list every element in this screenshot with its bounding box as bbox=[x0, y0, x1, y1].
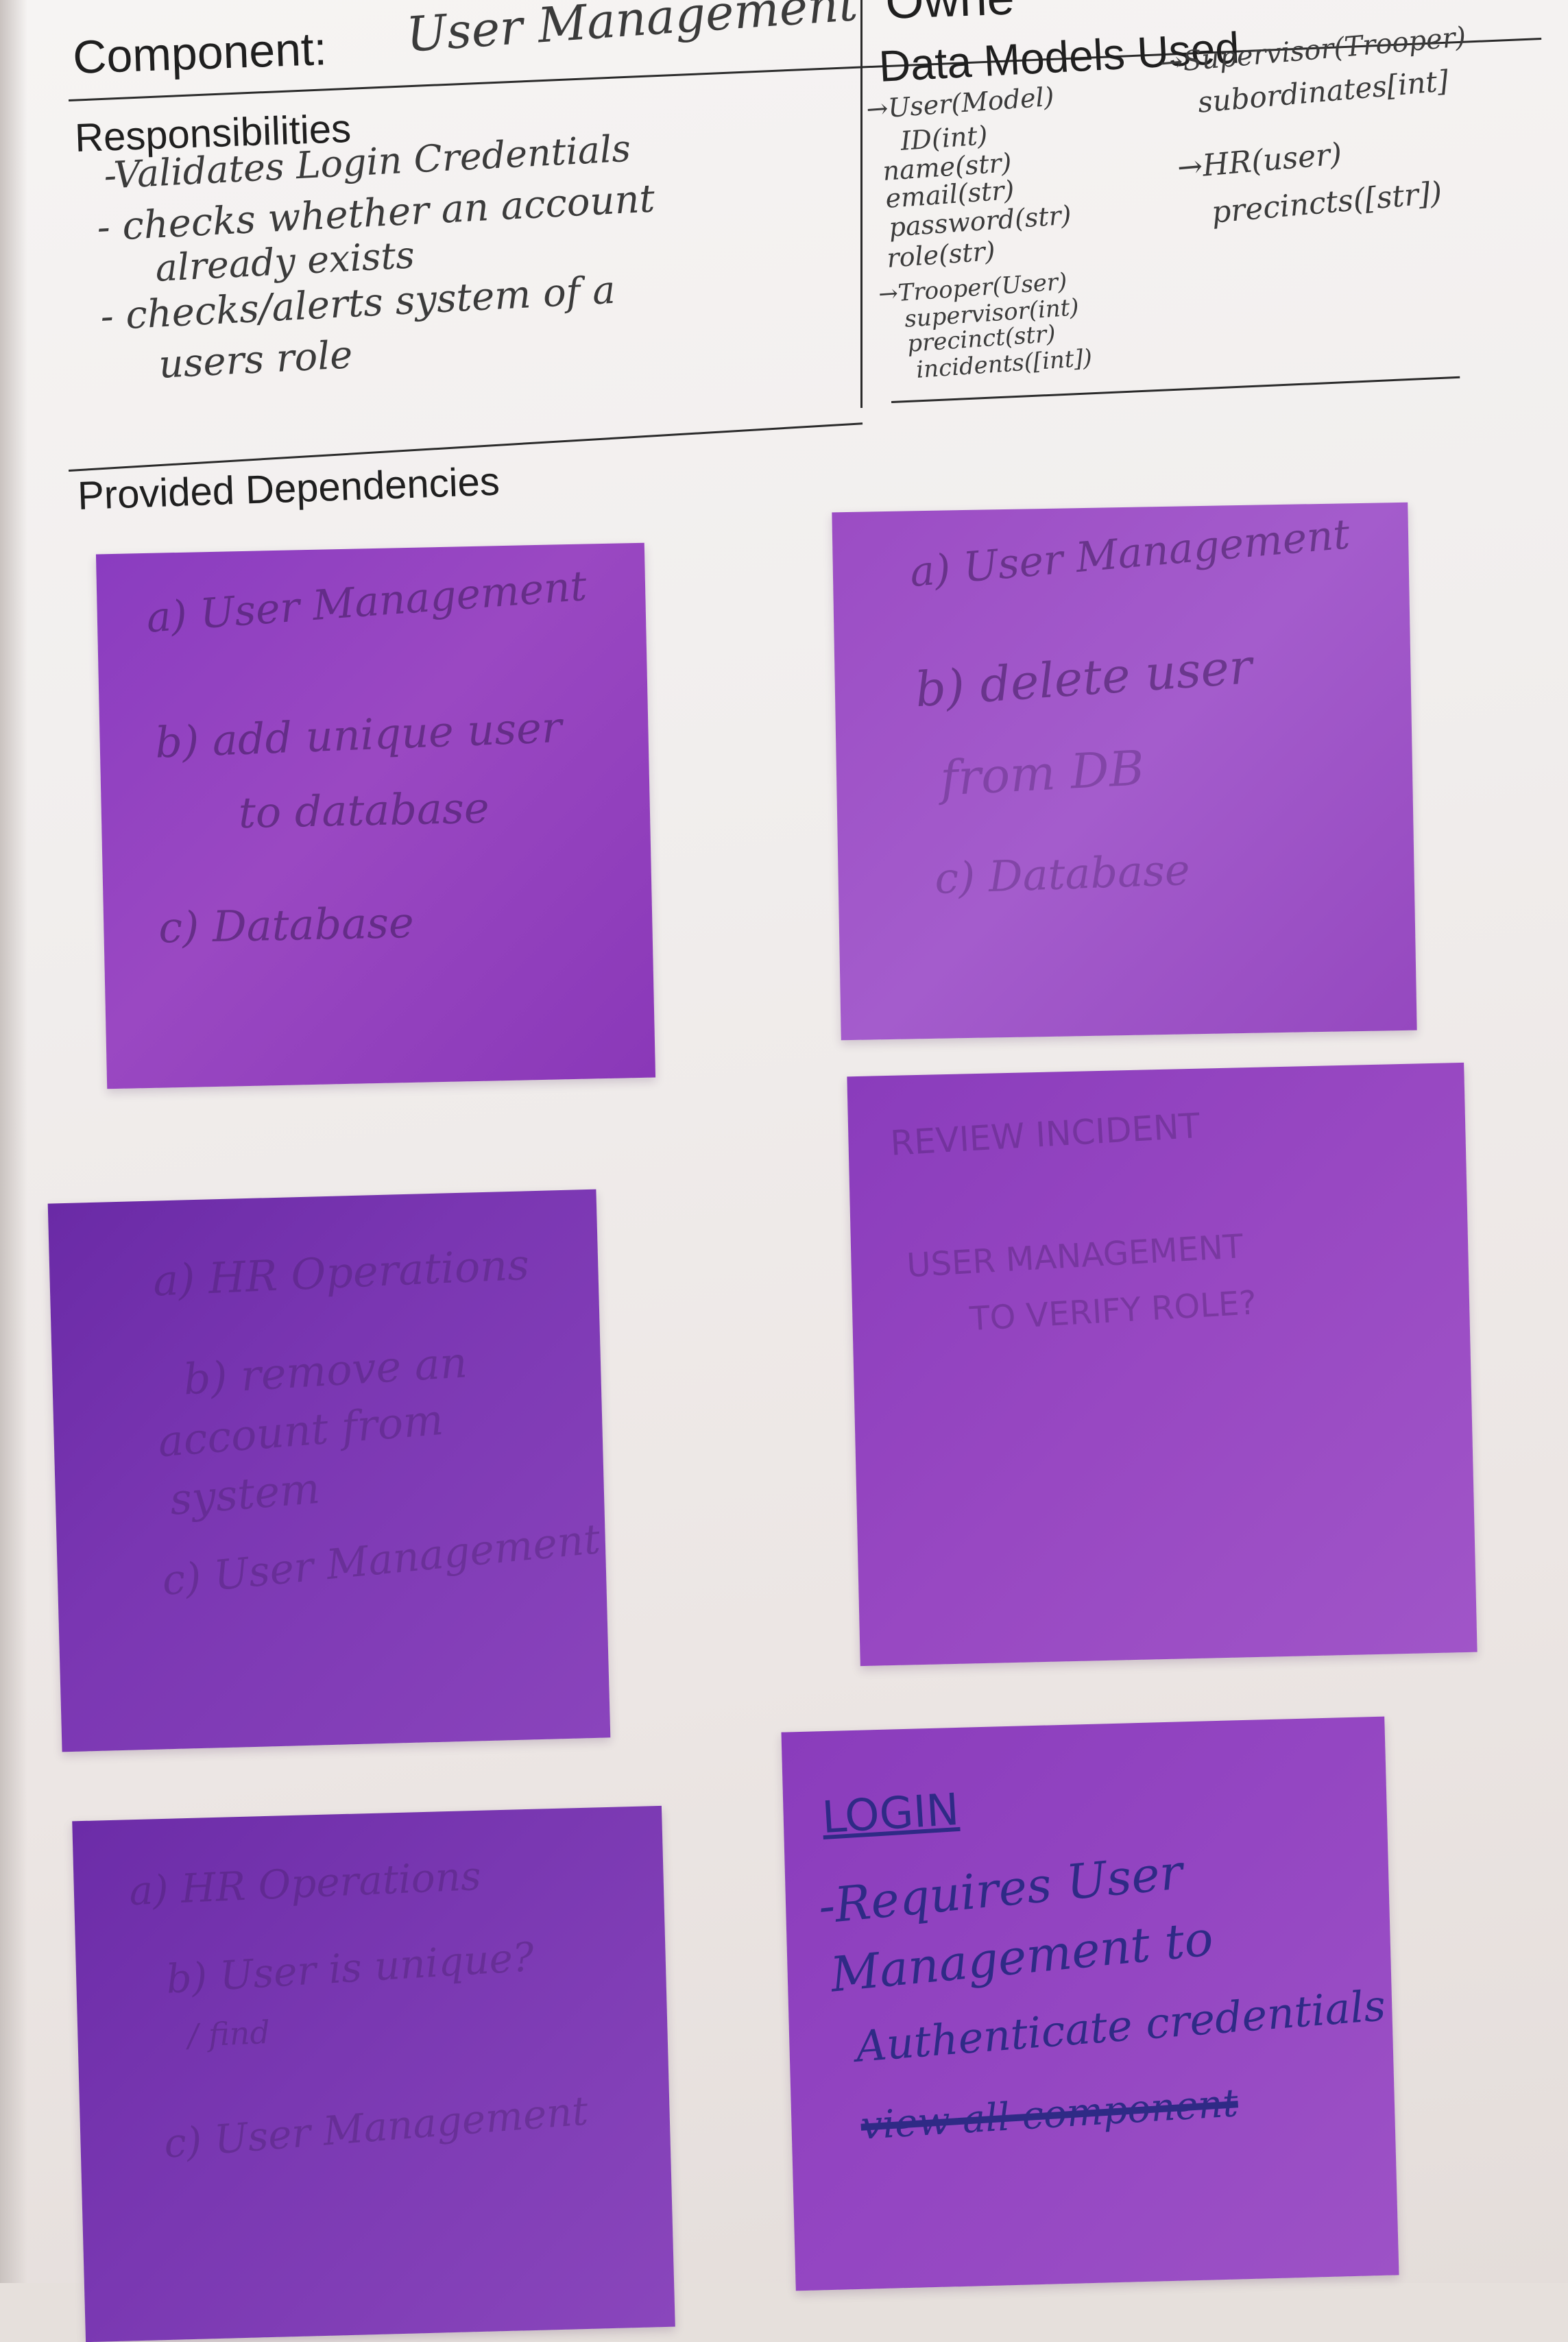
sticky-note-line: b) User is unique? bbox=[165, 1933, 535, 2003]
sticky-note: a) User Management b) delete user from D… bbox=[832, 502, 1417, 1041]
sticky-note-line: LOGIN bbox=[820, 1784, 961, 1844]
sticky-note-line: a) HR Operations bbox=[128, 1852, 483, 1915]
sticky-note: a) HR Operations b) User is unique? / fi… bbox=[72, 1805, 675, 2342]
sticky-note-line: a) HR Operations bbox=[152, 1239, 531, 1306]
sticky-note: LOGIN -Requires User Management to Authe… bbox=[781, 1716, 1399, 2291]
sticky-note-line: to database bbox=[238, 782, 490, 838]
sticky-note-line: b) delete user bbox=[913, 638, 1254, 719]
sticky-note: REVIEW INCIDENT USER MANAGEMENT TO VERIF… bbox=[847, 1062, 1477, 1667]
sticky-note-line: c) Database bbox=[158, 897, 415, 953]
sticky-note-line: c) Database bbox=[934, 844, 1191, 904]
sticky-note-line: USER MANAGEMENT bbox=[906, 1227, 1244, 1285]
sticky-note-line: c) User Management bbox=[162, 2087, 590, 2167]
sticky-note-line: Authenticate credentials bbox=[854, 1980, 1388, 2072]
sticky-note: a) User Management b) add unique user to… bbox=[95, 542, 656, 1089]
sticky-note-line: b) add unique user bbox=[154, 701, 563, 768]
sticky-note-line: system bbox=[168, 1462, 322, 1525]
owner-label-fragment: Owne bbox=[884, 0, 1015, 30]
sticky-note-line: REVIEW INCIDENT bbox=[889, 1105, 1201, 1163]
sticky-note: a) HR Operations b) remove an account fr… bbox=[47, 1189, 611, 1752]
sticky-note-line: a) User Management bbox=[908, 510, 1352, 597]
component-label: Component: bbox=[72, 23, 328, 84]
sticky-note-line: TO VERIFY ROLE? bbox=[968, 1283, 1258, 1339]
sticky-note-line: / find bbox=[186, 2013, 271, 2055]
sticky-note-line: from DB bbox=[939, 740, 1146, 807]
sticky-note-line: b) remove an bbox=[182, 1337, 469, 1405]
sticky-note-line: a) User Management bbox=[145, 562, 589, 642]
sticky-note-line: c) User Management bbox=[160, 1515, 603, 1606]
sticky-note-line: account from bbox=[156, 1394, 446, 1467]
sticky-note-line-crossed-out: view all component bbox=[859, 2081, 1240, 2149]
column-divider bbox=[860, 0, 863, 408]
page-edge-shadow bbox=[0, 0, 27, 2283]
